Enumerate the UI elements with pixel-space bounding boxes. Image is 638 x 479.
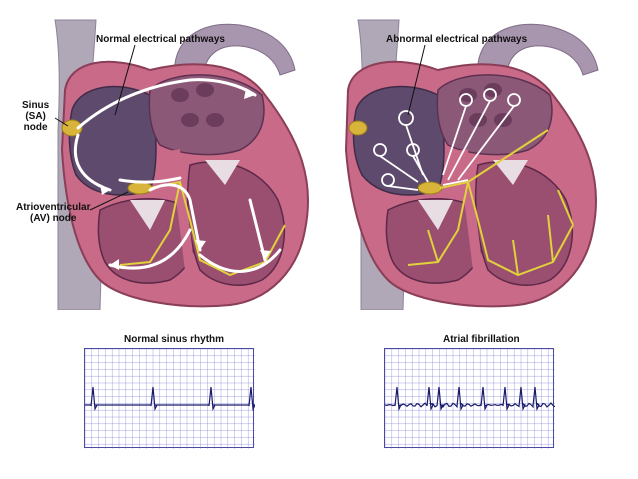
pulmonary-vein xyxy=(196,83,214,97)
normal-ecg-grid xyxy=(85,349,255,449)
conduction-fibers xyxy=(407,129,574,277)
afib-ecg-grid xyxy=(385,349,555,449)
av-node xyxy=(417,181,443,195)
sa-node-label: Sinus (SA) node xyxy=(22,100,50,133)
conduction-fibers xyxy=(119,181,181,266)
afib-ecg-title: Atrial fibrillation xyxy=(443,334,520,345)
av-node-label: Atrioventricular (AV) node xyxy=(16,202,91,224)
mitral-valve xyxy=(493,160,528,185)
right-atrium xyxy=(352,85,445,196)
av-node xyxy=(127,181,153,195)
tricuspid-valve xyxy=(418,200,453,230)
normal-pathway-arrows xyxy=(73,78,282,273)
chaotic-impulses xyxy=(373,88,521,191)
normal-heart-illustration xyxy=(54,19,309,310)
normal-sinus-trace xyxy=(85,386,255,412)
normal-ecg-strip xyxy=(84,348,255,449)
right-ventricle xyxy=(385,198,484,284)
pulmonary-vein xyxy=(206,113,224,127)
mitral-valve xyxy=(205,160,240,185)
pulmonary-vein xyxy=(181,113,199,127)
septum xyxy=(170,149,195,271)
afib-ecg-strip xyxy=(384,348,555,449)
right-ventricle xyxy=(97,198,196,284)
aorta xyxy=(173,23,296,86)
aorta xyxy=(476,23,599,86)
normal-ecg-title: Normal sinus rhythm xyxy=(124,334,225,345)
normal-pathways-label: Normal electrical pathways xyxy=(96,34,225,45)
tricuspid-valve xyxy=(130,200,165,230)
afib-trace xyxy=(385,386,555,412)
sa-node xyxy=(348,120,368,136)
afib-heart-illustration xyxy=(344,19,599,310)
pulmonary-vein xyxy=(171,88,189,102)
abnormal-pathways-label: Abnormal electrical pathways xyxy=(386,34,528,45)
